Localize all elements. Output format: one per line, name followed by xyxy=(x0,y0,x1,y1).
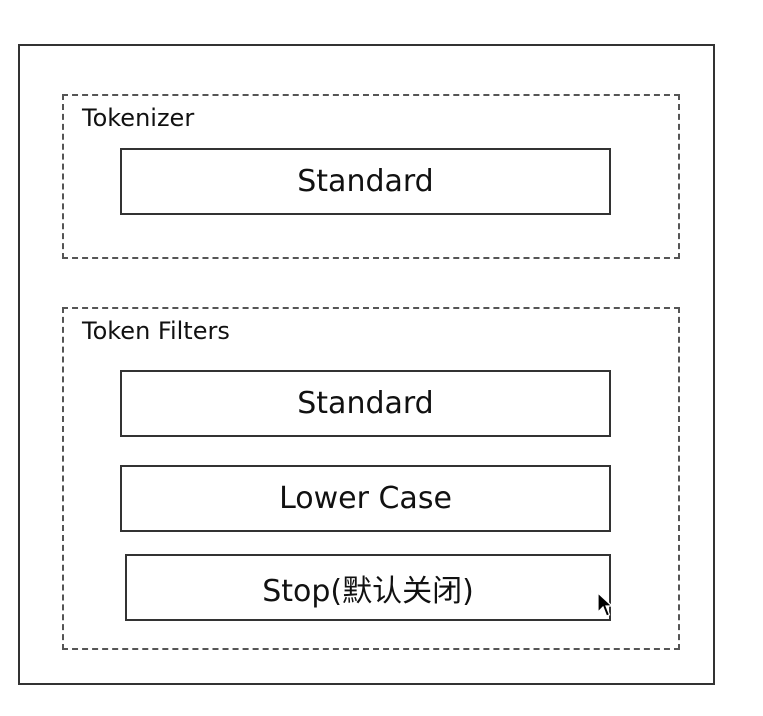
tokenizer-title: Tokenizer xyxy=(82,104,195,132)
tokenizer-group: Tokenizer xyxy=(62,94,680,259)
tokenizer-standard-box: Standard xyxy=(120,148,611,215)
mouse-pointer-icon xyxy=(597,592,613,617)
token-filter-lowercase-box: Lower Case xyxy=(120,465,611,532)
token-filter-standard-box: Standard xyxy=(120,370,611,437)
token-filter-stop-box: Stop(默认关闭) xyxy=(125,554,611,621)
token-filters-group: Token Filters xyxy=(62,307,680,650)
token-filters-title: Token Filters xyxy=(82,317,230,345)
